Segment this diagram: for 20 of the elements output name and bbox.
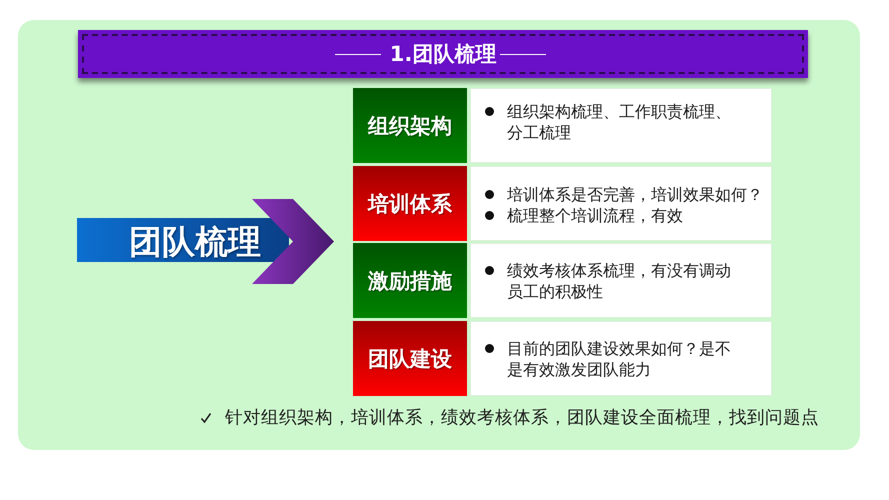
arrow-label: 团队梳理 [129,222,261,262]
bullet-text: 目前的团队建设效果如何？是不是有效激发团队能力 [507,338,732,380]
note-text: 针对组织架构，培训体系，绩效考核体系，团队建设全面梳理，找到问题点 [225,407,819,429]
category-box [353,166,467,241]
category-label: 培训体系 [368,190,452,216]
bullet-text: 梳理整个培训流程，有效 [507,204,684,226]
category-box [353,243,467,318]
content-box [470,166,772,241]
bullet-text: 组织架构梳理、工作职责梳理、分工梳理 [507,100,732,142]
bullet-text: 培训体系是否完善，培训效果如何？ [507,184,764,204]
bullet-text: 绩效考核体系梳理，有没有调动员工的积极性 [507,260,732,302]
category-box [353,88,467,163]
category-label: 激励措施 [368,268,452,294]
title-text: 1.团队梳理 [390,41,496,67]
category-label: 组织架构 [368,112,452,138]
category-box [353,321,467,396]
content-box [470,88,772,163]
content-box [470,243,772,318]
category-label: 团队建设 [368,346,452,372]
content-box [470,321,772,396]
